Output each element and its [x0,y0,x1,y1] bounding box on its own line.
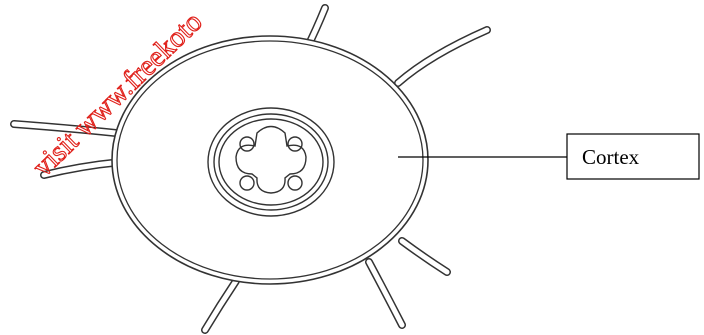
cortex-label-text: Cortex [582,145,640,169]
